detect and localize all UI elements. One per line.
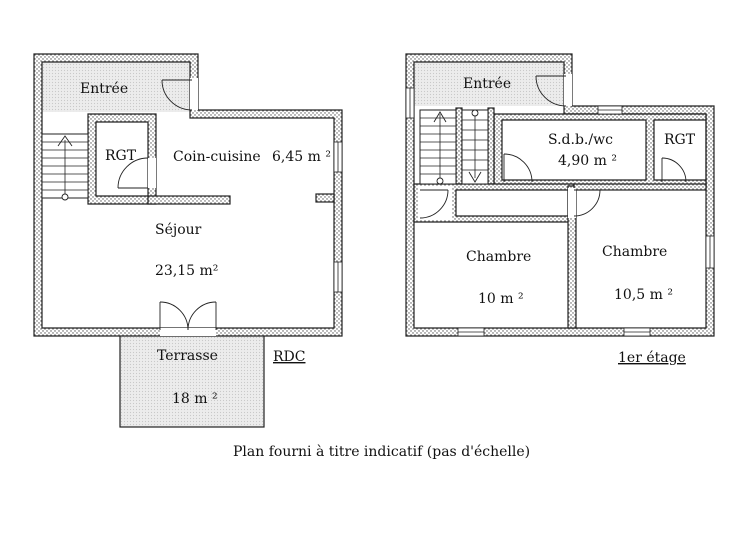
chambre2-door xyxy=(568,188,601,218)
chambre1-door xyxy=(418,186,452,220)
sejour-label: Séjour xyxy=(155,222,202,238)
stairwell-wall-right xyxy=(487,107,495,185)
sdb-door xyxy=(503,153,533,183)
chambre2-area: 10,5 m ² xyxy=(614,287,673,303)
chambre2-label: Chambre xyxy=(602,244,667,260)
first-level-label: 1er étage xyxy=(618,350,686,366)
sejour-window xyxy=(333,261,343,293)
first-entree-label: Entrée xyxy=(463,76,511,92)
kitchen-partition xyxy=(147,195,231,205)
terrasse-area: 18 m ² xyxy=(172,391,218,407)
ground-floor-plan: Entrée RGT Coin-cuisine 6,45 m ² Séjour … xyxy=(33,53,343,428)
first-entree-door xyxy=(535,74,572,107)
first-stairs-left xyxy=(419,109,457,185)
plan-caption: Plan fourni à titre indicatif (pas d'éch… xyxy=(233,443,530,460)
sdb-area: 4,90 m ² xyxy=(558,153,617,169)
terrace-area xyxy=(119,334,265,428)
rgt-door xyxy=(117,157,156,189)
first-entree-floor xyxy=(414,62,564,106)
chambre1-label: Chambre xyxy=(466,249,531,265)
ground-stairs xyxy=(41,133,89,201)
coin-cuisine-area: 6,45 m ² xyxy=(272,149,331,165)
rgt-label: RGT xyxy=(105,148,137,164)
stairwell-wall-left xyxy=(455,107,463,185)
sdb-label: S.d.b./wc xyxy=(548,132,613,148)
bedroom2-top-wall xyxy=(573,183,707,191)
sejour-area: 23,15 m² xyxy=(155,263,218,279)
rdc-level-label: RDC xyxy=(273,349,305,365)
sdb-walls xyxy=(493,113,707,187)
ground-outer-walls xyxy=(33,53,343,337)
first-stairs-right xyxy=(461,109,489,185)
bedroom-partition xyxy=(567,185,577,329)
first-floor-plan: Entrée S.d.b./wc 4,90 m ² RGT Chambre 10… xyxy=(405,53,715,366)
entree-label: Entrée xyxy=(80,81,128,97)
first-rgt-label: RGT xyxy=(664,132,696,148)
terrasse-label: Terrasse xyxy=(157,348,218,364)
first-windows xyxy=(405,87,715,337)
entree-door xyxy=(161,78,198,111)
coin-cuisine-label: Coin-cuisine xyxy=(173,149,261,165)
kitchen-window xyxy=(333,141,343,173)
first-rgt-door xyxy=(661,157,687,183)
kitchen-partition-right xyxy=(315,193,335,203)
chambre1-area: 10 m ² xyxy=(478,291,524,307)
terrace-doors xyxy=(159,301,217,336)
entree-floor xyxy=(42,62,192,112)
